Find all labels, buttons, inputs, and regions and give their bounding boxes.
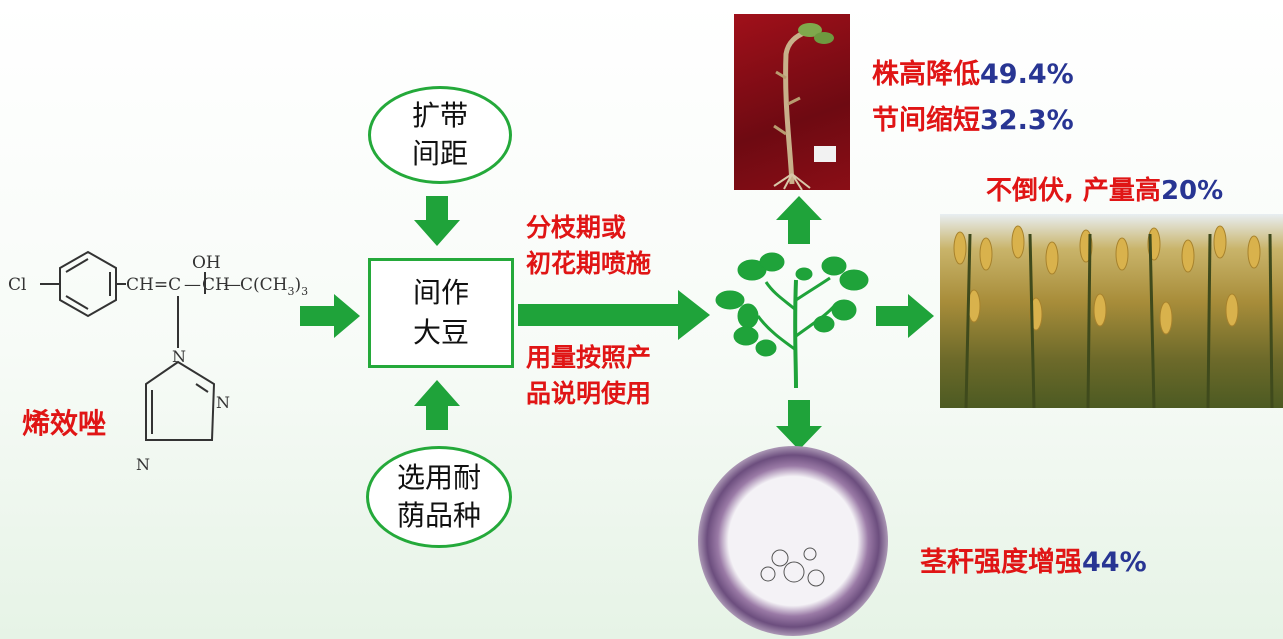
arrow-plant-up [776,196,822,244]
dosage-line1: 用量按照产 [526,343,652,372]
dosage-text: 用量按照产 品说明使用 [526,340,651,412]
arrow-molecule-to-box [300,294,360,338]
internode-result: 节间缩短32.3% [872,104,1074,138]
uniconazole-structure: Cl OH CH=C — CH — C(CH3)3 N N N [8,250,308,474]
dosage-line2: 品说明使用 [526,379,652,408]
spray-line1: 分枝期或 [526,213,627,242]
benzene-ring [59,250,117,318]
arrow-top-down [414,196,460,246]
intercrop-soybean-box: 间作 大豆 [368,258,514,368]
compound-name: 烯效唑 [22,407,107,440]
widen-spacing-line2: 间距 [411,137,468,170]
tert-butyl: C(CH3)3 [240,275,308,298]
ch-dash: — [184,275,201,295]
tert-dash: — [224,275,241,295]
field-pods-illustration [953,225,1274,408]
arrow-bottom-up [414,380,460,430]
soybean-field-photo [940,214,1283,408]
spray-line2: 初花期喷施 [526,249,652,278]
intercrop-line2: 大豆 [412,316,469,349]
yield-value: 20% [1160,176,1224,206]
stem-label: 茎秆强度增强 [920,547,1082,578]
oh-group: OH [192,253,221,273]
stem-strength-result: 茎秆强度增强44% [920,546,1147,580]
n-atom-2: N [216,393,230,412]
shade-tolerant-line2: 荫品种 [396,499,481,532]
cl-atom: Cl [8,275,26,295]
internode-value: 32.3% [980,105,1074,136]
height-label: 株高降低 [872,59,980,90]
cross-section-cells [760,547,825,587]
stem-value: 44% [1082,547,1147,578]
plant-specimen-illustration [773,23,836,190]
intercrop-line1: 间作 [412,276,469,309]
soybean-plant-icon [715,252,869,389]
height-reduction-result: 株高降低49.4% [872,58,1074,92]
arrow-plant-down [776,400,822,450]
yield-label: 不倒伏, 产量高 [986,176,1161,206]
ch-eq-c: CH=C [126,275,181,295]
n-atom-1: N [172,347,186,366]
widen-spacing-line1: 扩带 [411,99,468,132]
stem-cross-section-photo [698,446,888,636]
spray-timing-text: 分枝期或 初花期喷施 [526,210,651,282]
height-value: 49.4% [980,59,1074,90]
widen-spacing-ellipse: 扩带 间距 [368,86,512,184]
ch-group: CH [202,275,230,295]
n-atom-3: N [136,455,150,474]
shade-tolerant-line1: 选用耐 [396,461,481,494]
arrow-box-to-plant [518,290,710,340]
plant-specimen-photo [734,14,850,190]
arrow-plant-to-field [876,294,934,338]
internode-label: 节间缩短 [872,105,980,136]
shade-tolerant-ellipse: 选用耐 荫品种 [366,446,512,548]
yield-result: 不倒伏, 产量高20% [986,174,1223,208]
